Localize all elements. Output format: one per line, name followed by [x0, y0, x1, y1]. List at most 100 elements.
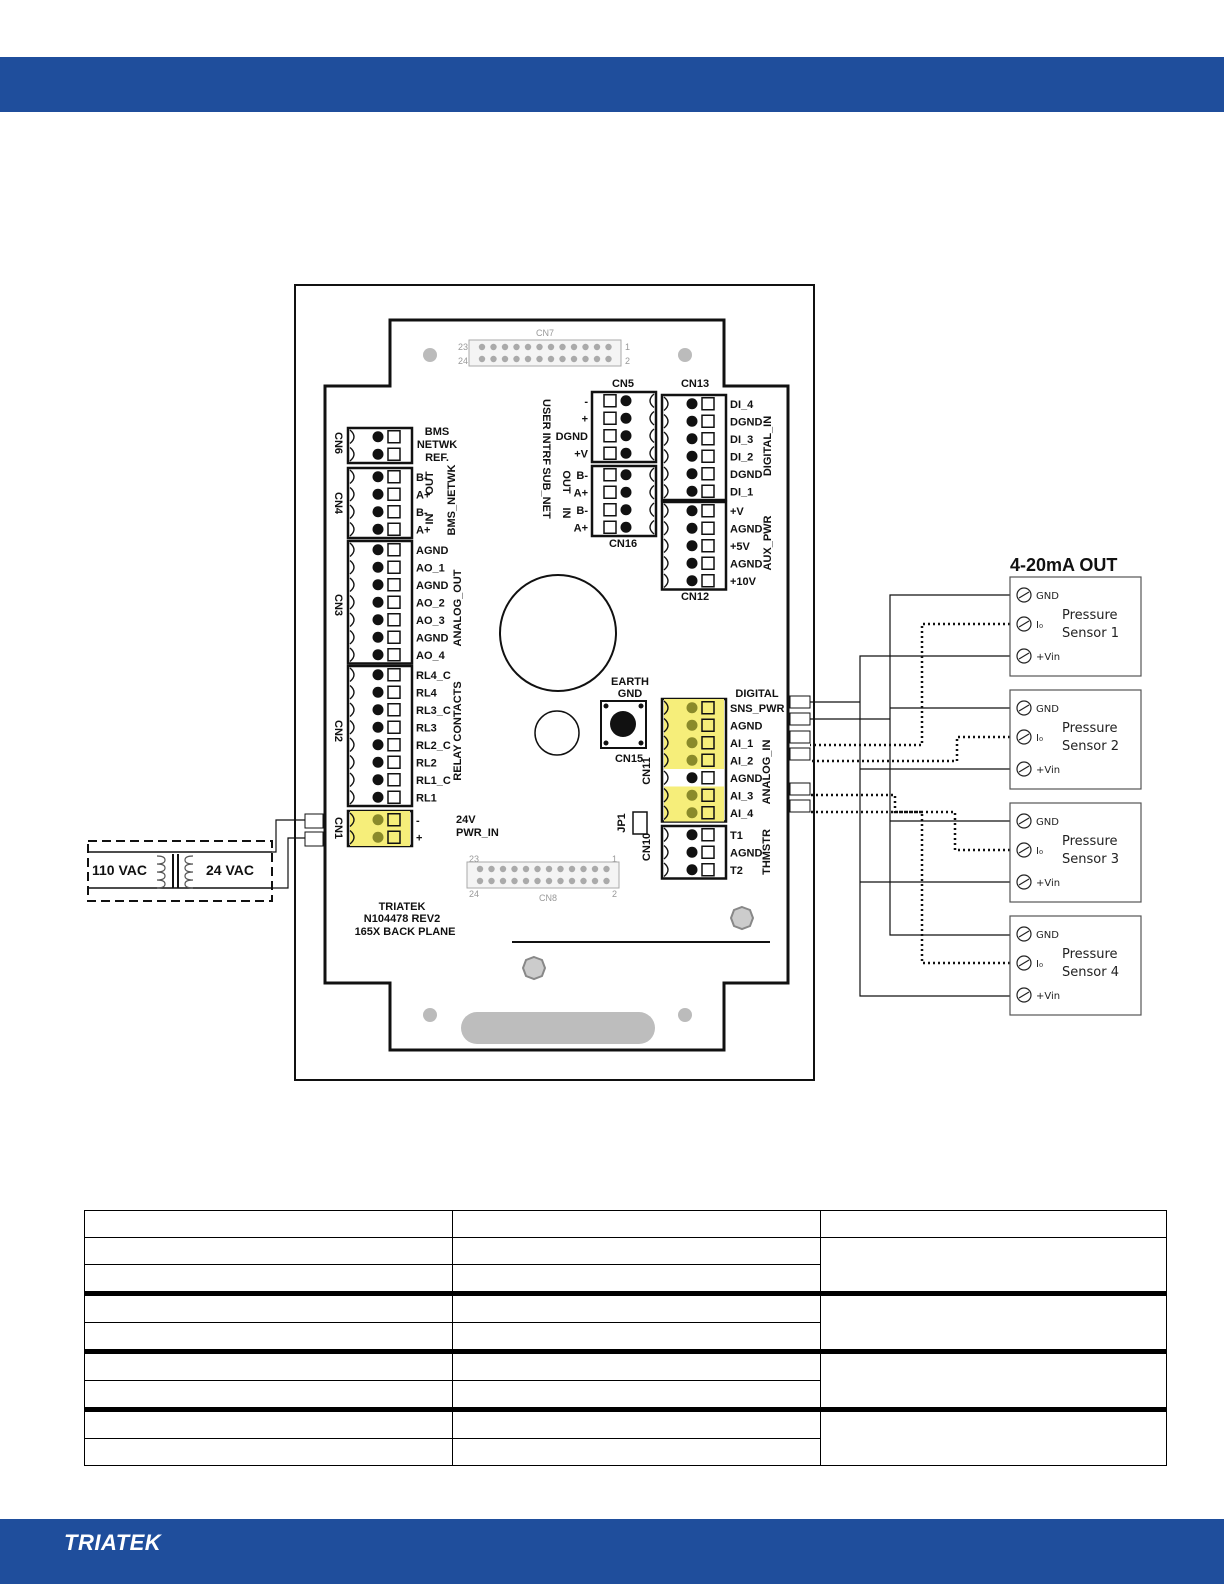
table-row — [84, 1438, 1167, 1466]
terminal-box — [789, 712, 811, 726]
table-row — [84, 1407, 1168, 1466]
svg-text:CN5: CN5 — [612, 378, 634, 390]
right-connectors: DI_4DGNDDI_3DI_2DGNDDI_1+VAGND+5VAGND+10… — [660, 393, 784, 880]
svg-text:CN10: CN10 — [641, 833, 653, 861]
table-row — [84, 1322, 1167, 1352]
terminal-box — [789, 782, 811, 796]
cn1-connector-pin-label: - — [416, 815, 420, 827]
svg-text:CN4: CN4 — [332, 492, 344, 515]
screw-terminal-icon — [1016, 616, 1032, 632]
sub-net-label: SUB_NET — [540, 467, 552, 519]
sensor-id: Sensor 3 — [1062, 852, 1119, 867]
cn11-connector-pin-label: AGND — [730, 773, 762, 785]
power-wire — [859, 655, 1010, 997]
mount-hole — [423, 348, 437, 362]
cn8-label: CN8 — [539, 893, 557, 903]
screw-terminal-icon — [1016, 926, 1032, 942]
svg-text:CN6: CN6 — [332, 432, 344, 454]
cn5-connector: -+DGND+V — [556, 390, 658, 464]
cn11-connector-pin-label: AGND — [730, 720, 762, 732]
user-intrf-label: USER INTRF — [540, 399, 552, 465]
mount-hole — [678, 348, 692, 362]
table-row — [84, 1210, 1168, 1238]
cn12-connector-pin-label: +5V — [730, 541, 751, 553]
bms-label: BMS — [425, 426, 449, 438]
sensor-id: Sensor 2 — [1062, 739, 1119, 754]
terminal-box — [789, 730, 811, 744]
transformer: 110 VAC 24 VAC — [87, 813, 324, 902]
screw-terminal-icon — [1016, 813, 1032, 829]
header-pin — [490, 355, 497, 363]
header-pin — [557, 877, 564, 885]
svg-text:CN15: CN15 — [615, 753, 643, 765]
header-pin — [499, 877, 507, 885]
header-pin — [511, 865, 518, 873]
header-pin — [580, 865, 587, 873]
cn16-connector-pin-label: A+ — [574, 522, 588, 534]
cn5-connector-pin-label: DGND — [556, 431, 588, 443]
header-pin — [545, 877, 553, 885]
screw-terminal-icon — [1016, 874, 1032, 890]
svg-text:2: 2 — [612, 889, 617, 899]
terminal-box — [789, 799, 811, 813]
svg-text:REF.: REF. — [425, 452, 449, 464]
sensor-name: Pressure — [1062, 834, 1118, 849]
cn10-connector-pin-label: T1 — [730, 830, 743, 842]
svg-text:EARTH: EARTH — [611, 676, 649, 688]
cn2-connector-pin-label: RL1_C — [416, 775, 451, 787]
cn11-connector-pin-label: AI_4 — [730, 808, 754, 820]
sensor-gnd-label: GND — [1036, 591, 1059, 602]
center-connectors: -+DGND+VB-A+B-A+ — [556, 390, 658, 538]
sensor-vin-label: +Vin — [1036, 991, 1060, 1002]
header-pin — [593, 343, 601, 351]
sensor-name: Pressure — [1062, 608, 1118, 623]
cn11-connector-pin-label: SNS_PWR — [730, 703, 784, 715]
header-pin — [570, 343, 578, 351]
svg-text:PWR_IN: PWR_IN — [456, 827, 499, 839]
header-pin — [570, 355, 578, 363]
screw-terminal-icon — [1016, 587, 1032, 603]
brand-logo: TRIATEK — [64, 1530, 162, 1555]
transformer-secondary: 24 VAC — [206, 862, 254, 878]
header-pin — [568, 865, 576, 873]
footer-band — [0, 1519, 1224, 1584]
sensor-gnd-label: GND — [1036, 704, 1059, 715]
sensor-wiring — [789, 594, 1010, 997]
header-pin — [605, 355, 612, 363]
cn13-connector-pin-label: DI_1 — [730, 486, 753, 498]
svg-text:OUT: OUT — [424, 471, 436, 495]
cn5-connector-pin-label: - — [584, 396, 588, 408]
header-pin — [603, 865, 610, 873]
cn13-connector-pin-label: DGND — [730, 469, 762, 481]
header-pin — [488, 877, 495, 885]
cn2-connector-pin-label: RL2_C — [416, 740, 451, 752]
svg-text:GND: GND — [618, 688, 643, 700]
cn2-connector-pin-label: RL2 — [416, 757, 437, 769]
header-pin — [568, 877, 576, 885]
cn7-label: CN7 — [536, 328, 554, 338]
cn3-connector-pin-label: AO_3 — [416, 615, 445, 627]
svg-text:CN12: CN12 — [681, 591, 709, 603]
sensor-name: Pressure — [1062, 947, 1118, 962]
header-pin — [478, 355, 486, 363]
standoff — [521, 955, 547, 981]
header-pin — [536, 355, 543, 363]
cn10-connector-pin-label: T2 — [730, 865, 743, 877]
cn12-connector-pin-label: AGND — [730, 558, 762, 570]
sensor-name: Pressure — [1062, 721, 1118, 736]
header-band — [0, 57, 1224, 112]
aux-pwr-label: AUX_PWR — [762, 515, 774, 570]
header-pin — [513, 343, 520, 351]
analog-in-label: ANALOG_IN — [761, 740, 773, 805]
svg-text:IN: IN — [424, 513, 436, 524]
screw-terminal-icon — [1016, 700, 1032, 716]
